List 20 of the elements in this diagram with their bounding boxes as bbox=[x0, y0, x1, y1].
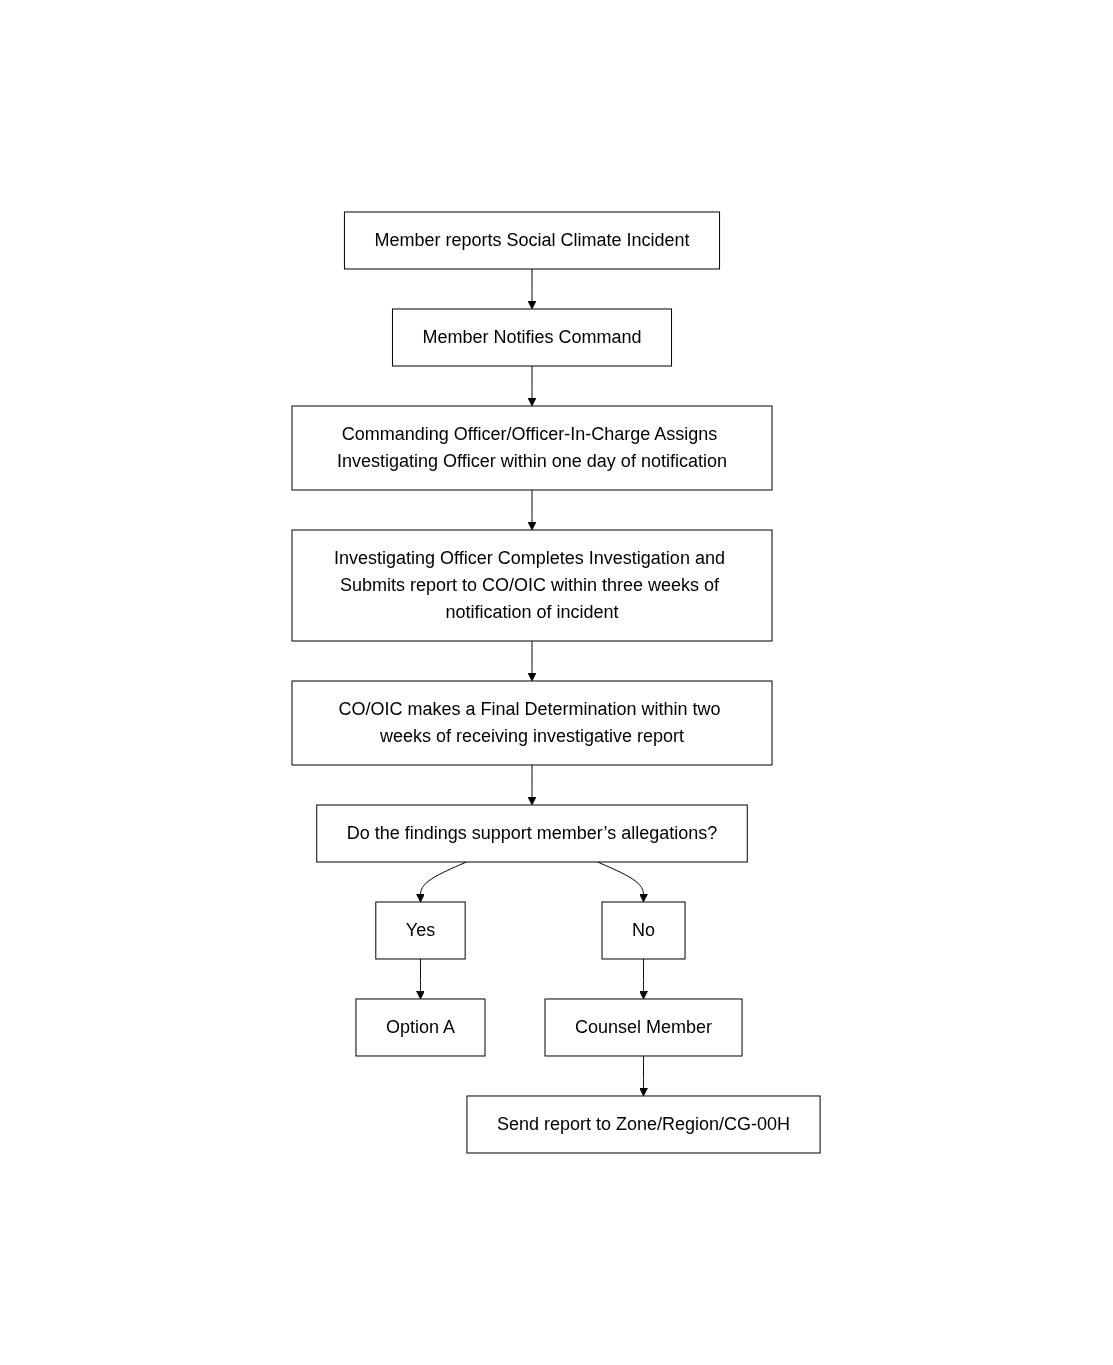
node-box: CO/OIC makes a Final Determination within two weeks of receiving investigative report bbox=[291, 680, 773, 766]
arrow bbox=[528, 640, 537, 682]
node-box: Investigating Officer Completes Investigation and Submits report to CO/OIC within three weeks of notification of incident bbox=[291, 529, 773, 642]
node-box: Counsel Member bbox=[544, 998, 743, 1057]
node-box: Send report to Zone/Region/CG-00H bbox=[466, 1095, 822, 1154]
node-box: Do the findings support member’s allegations? bbox=[316, 804, 749, 863]
node-box: Option A bbox=[355, 998, 486, 1057]
arrow bbox=[528, 489, 537, 531]
arrow bbox=[528, 268, 537, 310]
arrow bbox=[416, 958, 426, 1000]
arrow bbox=[639, 958, 649, 1000]
arrow bbox=[597, 861, 649, 903]
node-box: Commanding Officer/Officer-In-Charge Assigns Investigating Officer within one day of notification bbox=[291, 405, 773, 491]
arrow bbox=[528, 764, 537, 806]
arrow bbox=[639, 1055, 649, 1097]
arrow bbox=[528, 365, 537, 407]
node-box: Yes bbox=[375, 901, 467, 960]
node-box: Member reports Social Climate Incident bbox=[344, 211, 721, 270]
node-box: Member Notifies Command bbox=[392, 308, 673, 367]
node-box: No bbox=[601, 901, 686, 960]
